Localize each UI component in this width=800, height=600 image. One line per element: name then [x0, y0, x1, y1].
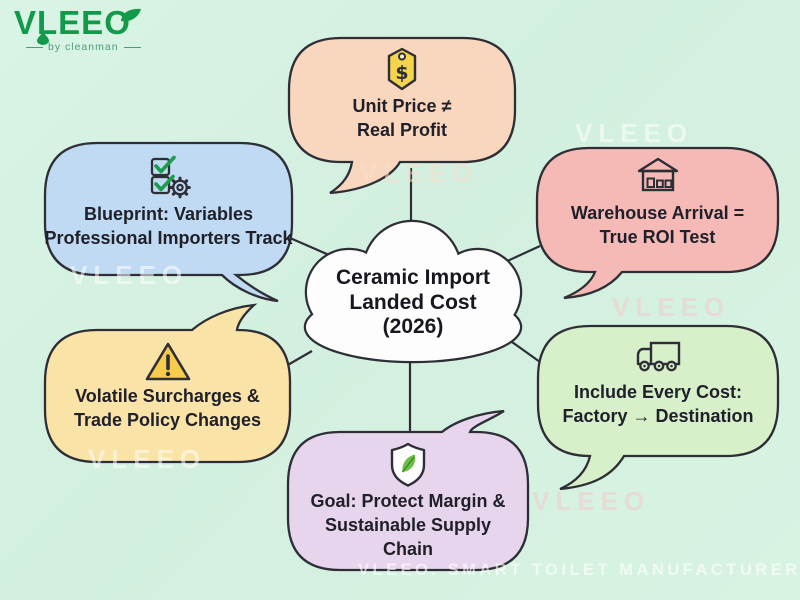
central-topic: Ceramic Import Landed Cost (2026) [318, 266, 508, 340]
truck-icon [636, 341, 681, 372]
bubble-text-line: Blueprint: Variables [83, 204, 254, 224]
connector-left-lower [285, 350, 313, 367]
connector-right-lower [511, 341, 541, 363]
bubble-text-line: True ROI Test [599, 227, 716, 247]
central-topic-line: Landed Cost [349, 290, 477, 314]
speech-bubble-surcharges [43, 303, 292, 464]
speech-bubble-goal [286, 409, 530, 572]
bubble-warehouse: Warehouse Arrival = True ROI Test [537, 155, 778, 249]
speech-bubble-every-cost [536, 324, 780, 491]
brand-logo-text: VLEEO [14, 4, 131, 41]
bubble-text-line: Volatile Surcharges & [75, 386, 260, 406]
bubble-text-line: Trade Policy Changes [73, 410, 262, 430]
brand-tagline-text: by cleanman [48, 41, 119, 53]
bubble-text-line: Unit Price ≠ [352, 96, 452, 116]
bubble-text-line: Factory → Destination [562, 406, 754, 426]
bubble-text-line: Chain [382, 539, 433, 559]
bubble-blueprint: Blueprint: Variables Professional Import… [44, 154, 293, 250]
bubble-every-cost: Include Every Cost: Factory → Destinatio… [538, 338, 778, 428]
tagline-rule-left [26, 46, 43, 48]
checklist-gear-icon [150, 155, 191, 199]
bubble-goal: Goal: Protect Margin & Sustainable Suppl… [288, 441, 528, 561]
warning-icon [145, 342, 190, 381]
speech-bubble-blueprint [43, 141, 294, 303]
bubble-text-line: Sustainable Supply [324, 515, 492, 535]
bubble-text-line: Include Every Cost: [573, 382, 743, 402]
speech-bubbles [43, 36, 780, 572]
shield-leaf-icon [390, 442, 426, 487]
brand-tagline: by cleanman [26, 41, 164, 53]
bubble-surcharges: Volatile Surcharges & Trade Policy Chang… [45, 340, 290, 432]
svg-text:$: $ [395, 62, 408, 84]
bubble-unit-price: $ Unit Price ≠ Real Profit [289, 46, 515, 142]
bubble-text-line: Goal: Protect Margin & [310, 491, 506, 511]
central-topic-line: (2026) [382, 315, 444, 338]
cloud-shape [303, 219, 523, 364]
warehouse-icon [637, 157, 678, 192]
brand-logo: VLEEO by cleanman [14, 6, 164, 53]
speech-bubble-warehouse [535, 146, 780, 300]
tagline-rule-right [123, 46, 141, 48]
leaf-icon [121, 8, 141, 22]
bubble-text-line: Real Profit [356, 120, 448, 140]
bubble-text-line: Warehouse Arrival = [570, 203, 745, 223]
connector-right-upper [502, 245, 541, 264]
price-tag-icon: $ [387, 47, 417, 91]
water-drop-icon [37, 30, 49, 45]
bubble-text-line: Professional Importers Track [44, 228, 293, 248]
footer-watermark: VLEEO. SMART TOILET MANUFACTURER [358, 561, 800, 579]
central-topic-line: Ceramic Import [335, 266, 491, 289]
speech-bubble-unit-price [287, 36, 517, 195]
